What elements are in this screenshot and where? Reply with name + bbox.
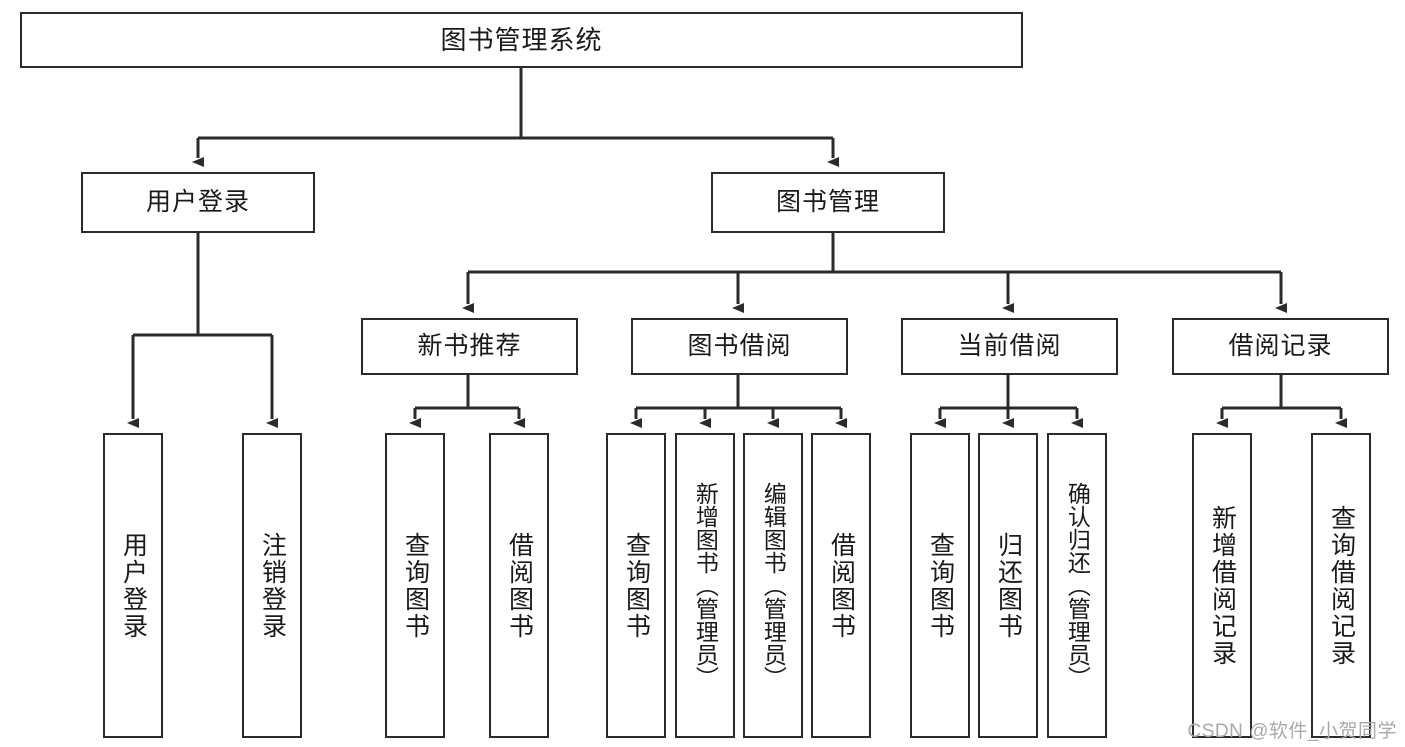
node-leaf-confirm-return-label: 确认归还（管理员）	[1064, 482, 1091, 689]
node-leaf-borrow-book-2-label: 借阅图书	[827, 531, 856, 640]
node-leaf-add-book[interactable]: 新增图书（管理员）	[675, 433, 735, 738]
node-leaf-logout[interactable]: 注销登录	[242, 433, 302, 738]
node-borrow-record[interactable]: 借阅记录	[1172, 318, 1389, 375]
node-leaf-add-record[interactable]: 新增借阅记录	[1192, 433, 1252, 738]
node-new-book-rec-label: 新书推荐	[417, 331, 522, 360]
node-leaf-confirm-return[interactable]: 确认归还（管理员）	[1047, 433, 1107, 738]
node-user-login-label: 用户登录	[145, 187, 250, 216]
node-new-book-rec[interactable]: 新书推荐	[361, 318, 578, 375]
node-user-login[interactable]: 用户登录	[81, 172, 315, 233]
node-leaf-user-login-label: 用户登录	[119, 531, 148, 640]
node-leaf-logout-label: 注销登录	[258, 531, 287, 640]
node-current-borrow[interactable]: 当前借阅	[901, 318, 1118, 375]
node-leaf-borrow-book-2[interactable]: 借阅图书	[811, 433, 871, 738]
node-leaf-query-book-1-label: 查询图书	[401, 531, 430, 640]
node-leaf-add-record-label: 新增借阅记录	[1208, 504, 1237, 667]
node-leaf-return-book-label: 归还图书	[994, 531, 1023, 640]
node-leaf-query-record-label: 查询借阅记录	[1327, 504, 1356, 667]
node-leaf-borrow-book-1[interactable]: 借阅图书	[489, 433, 549, 738]
node-leaf-user-login[interactable]: 用户登录	[103, 433, 163, 738]
node-leaf-query-book-2[interactable]: 查询图书	[606, 433, 666, 738]
node-leaf-borrow-book-1-label: 借阅图书	[505, 531, 534, 640]
node-current-borrow-label: 当前借阅	[957, 331, 1062, 360]
node-book-borrow-label: 图书借阅	[687, 331, 792, 360]
node-leaf-query-book-3-label: 查询图书	[926, 531, 955, 640]
node-leaf-query-book-2-label: 查询图书	[622, 531, 651, 640]
node-book-manage-label: 图书管理	[775, 187, 880, 216]
node-leaf-edit-book-label: 编辑图书（管理员）	[760, 482, 787, 689]
node-book-manage[interactable]: 图书管理	[711, 172, 945, 233]
node-leaf-query-book-3[interactable]: 查询图书	[910, 433, 970, 738]
node-book-borrow[interactable]: 图书借阅	[631, 318, 848, 375]
node-leaf-query-book-1[interactable]: 查询图书	[385, 433, 445, 738]
node-root[interactable]: 图书管理系统	[20, 12, 1023, 68]
node-leaf-edit-book[interactable]: 编辑图书（管理员）	[743, 433, 803, 738]
node-leaf-query-record[interactable]: 查询借阅记录	[1311, 433, 1371, 738]
node-root-label: 图书管理系统	[440, 24, 603, 55]
watermark: CSDN @软件_小贺同学	[1187, 721, 1397, 742]
node-borrow-record-label: 借阅记录	[1228, 331, 1333, 360]
node-leaf-return-book[interactable]: 归还图书	[978, 433, 1038, 738]
node-leaf-add-book-label: 新增图书（管理员）	[692, 482, 719, 689]
